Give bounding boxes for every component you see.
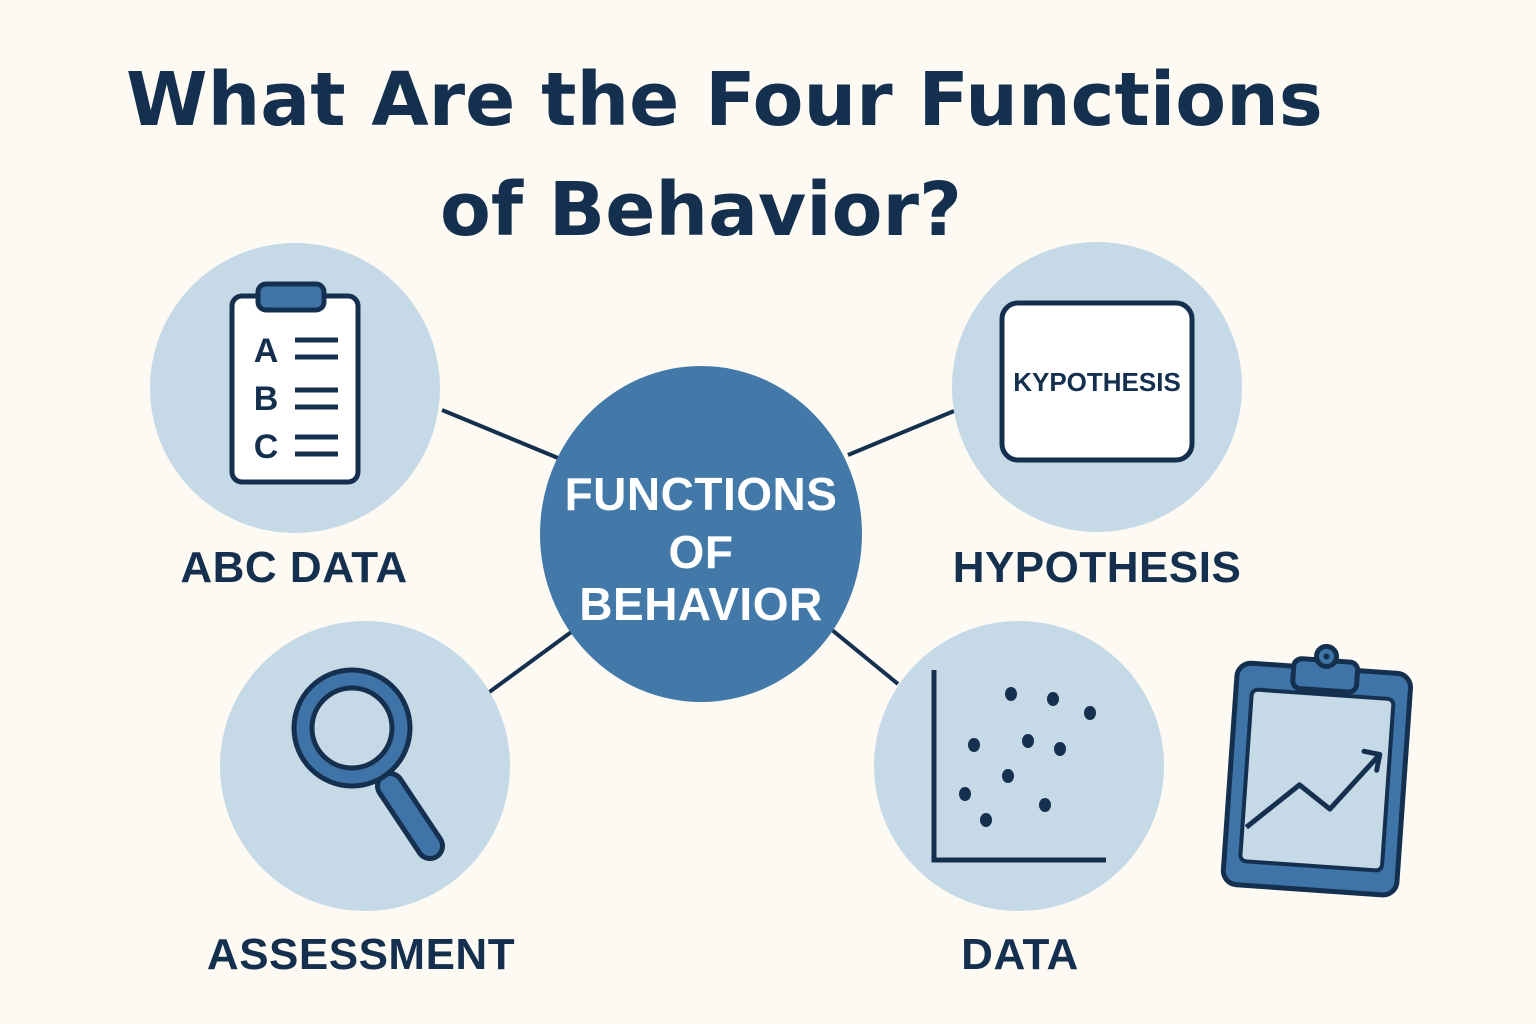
node-label-hypothesis: HYPOTHESIS	[952, 543, 1242, 592]
center-title-line-1: FUNCTIONS	[564, 468, 838, 520]
center-title-line-3: BEHAVIOR	[579, 578, 823, 630]
scatter-dot	[1002, 769, 1014, 783]
connector-assessment	[486, 628, 576, 695]
scatter-dot	[1054, 742, 1066, 756]
scatter-dot	[959, 787, 971, 801]
scatter-dot	[968, 738, 980, 752]
node-label-abc-data: ABC DATA	[180, 543, 408, 592]
text-card-icon	[999, 300, 1195, 463]
scatter-plot-icon	[931, 670, 1106, 863]
connector-data	[830, 628, 900, 686]
node-label-data: DATA	[961, 930, 1079, 979]
center-title-line-2: OF	[668, 526, 734, 578]
scatter-dot	[1039, 798, 1051, 812]
checklist-letter-b: B	[253, 380, 279, 418]
card-text: KYPOTHESIS	[1013, 367, 1181, 397]
scatter-dot	[980, 813, 992, 827]
scatter-dot	[1047, 692, 1059, 706]
page-title-line-1: What Are the Four Functions	[126, 57, 1323, 143]
scatter-dot	[1022, 734, 1034, 748]
scatter-dot	[1005, 687, 1017, 701]
connector-abc	[441, 408, 559, 460]
checklist-letter-a: A	[253, 332, 279, 370]
data-circle	[874, 621, 1164, 911]
node-label-assessment: ASSESSMENT	[206, 930, 516, 979]
clipboard-checklist-icon	[229, 281, 361, 485]
magnifying-glass-icon	[291, 667, 445, 861]
clipboard-trend-chart-icon	[1220, 643, 1414, 898]
scatter-dot	[1084, 706, 1096, 720]
connector-hypothesis	[847, 409, 955, 457]
page-title-line-2: of Behavior?	[440, 167, 962, 253]
checklist-letter-c: C	[253, 428, 279, 466]
center-circle	[540, 366, 862, 702]
